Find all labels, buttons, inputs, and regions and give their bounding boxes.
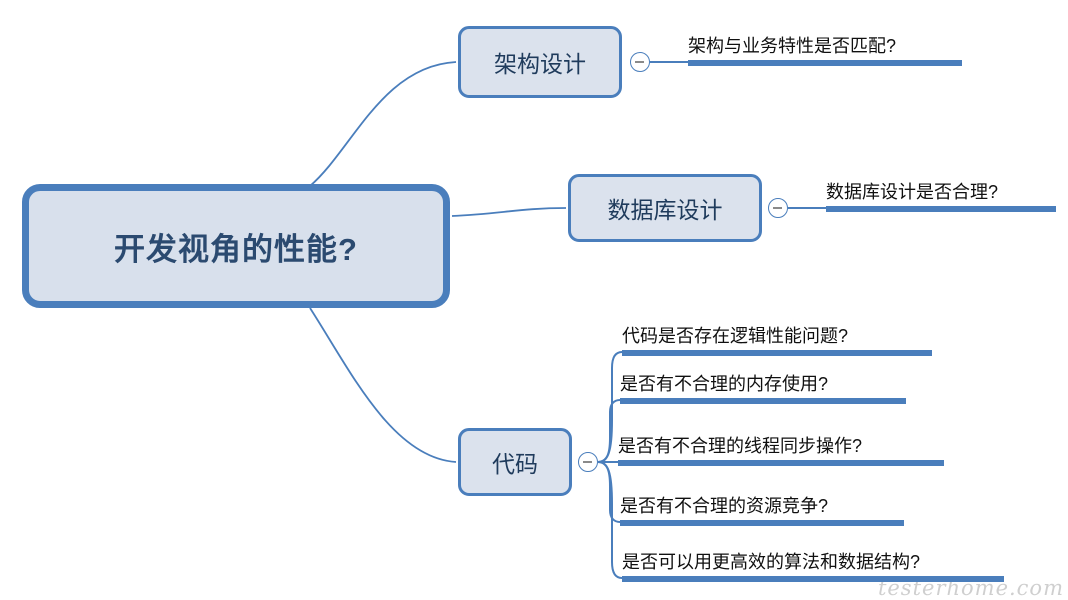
branch-node-code[interactable]: 代码 <box>458 428 572 496</box>
leaf-underline-bar <box>826 206 1056 212</box>
wire-code-leaf-5 <box>597 461 623 579</box>
leaf-item[interactable]: 代码是否存在逻辑性能问题? <box>622 316 932 356</box>
leaf-item-label: 代码是否存在逻辑性能问题? <box>622 326 849 346</box>
branch-node-database[interactable]: 数据库设计 <box>568 174 762 242</box>
leaf-underline-bar <box>618 460 944 466</box>
leaf-item-label: 是否有不合理的资源竞争? <box>620 496 829 516</box>
leaf-item-label: 是否有不合理的线程同步操作? <box>618 436 863 456</box>
leaf-item-label: 架构与业务特性是否匹配? <box>688 36 897 56</box>
leaf-underline-bar <box>620 520 904 526</box>
leaf-item-label: 数据库设计是否合理? <box>826 182 999 202</box>
leaf-item-label: 是否有不合理的内存使用? <box>620 374 829 394</box>
minus-circle-icon[interactable] <box>768 198 788 218</box>
branch-node-label: 数据库设计 <box>607 197 723 223</box>
leaf-item[interactable]: 是否有不合理的线程同步操作? <box>618 426 944 466</box>
minus-circle-icon[interactable] <box>578 452 598 472</box>
wire-code-leaf-2 <box>597 399 621 463</box>
wire-root-to-db <box>451 207 567 217</box>
leaf-underline-bar <box>622 576 1004 582</box>
leaf-underline-bar <box>622 350 932 356</box>
leaf-item[interactable]: 架构与业务特性是否匹配? <box>688 26 962 66</box>
wire-code-leaf-4 <box>597 461 621 523</box>
wire-root-to-arch <box>309 61 457 187</box>
leaf-item[interactable]: 是否可以用更高效的算法和数据结构? <box>622 542 1004 582</box>
root-node[interactable]: 开发视角的性能? <box>22 184 450 308</box>
minus-circle-icon[interactable] <box>630 52 650 72</box>
branch-node-label: 架构设计 <box>494 51 586 77</box>
leaf-underline-bar <box>688 60 962 66</box>
branch-node-label: 代码 <box>492 451 538 477</box>
leaf-underline-bar <box>620 398 906 404</box>
leaf-item-label: 是否可以用更高效的算法和数据结构? <box>622 552 921 572</box>
leaf-item[interactable]: 是否有不合理的内存使用? <box>620 364 906 404</box>
leaf-item[interactable]: 数据库设计是否合理? <box>826 172 1056 212</box>
leaf-item[interactable]: 是否有不合理的资源竞争? <box>620 486 904 526</box>
root-node-label: 开发视角的性能? <box>114 231 358 267</box>
branch-node-architecture[interactable]: 架构设计 <box>458 26 622 98</box>
wire-root-to-code <box>309 307 457 463</box>
